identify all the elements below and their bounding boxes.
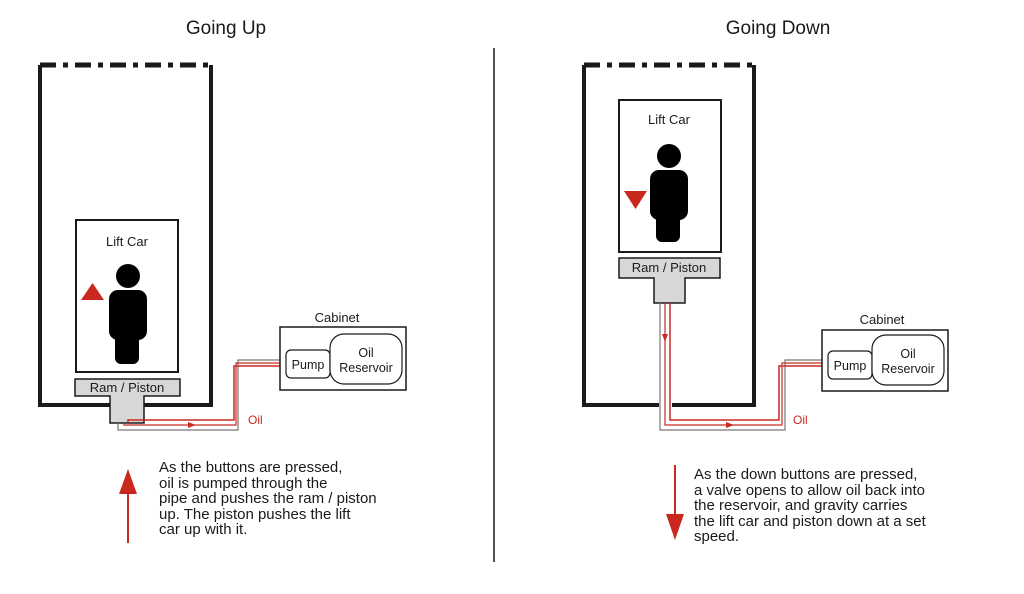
left-person-icon: [109, 264, 147, 364]
left-oil-reservoir: [329, 333, 403, 385]
left-pipe-flow-arrow-icon: [188, 422, 196, 428]
right-ram-piston: [618, 257, 721, 304]
left-lift-car-label: Lift Car: [106, 234, 149, 249]
left-shaft: [38, 62, 213, 407]
right-shaft: [582, 62, 756, 407]
going-up-description: As the buttons are pressed, oil is pumpe…: [159, 459, 377, 538]
right-pipe-flow-arrow-right-icon: [726, 422, 734, 428]
going-down-description: As the down buttons are pressed, a valve…: [694, 466, 926, 545]
right-pump-label: Pump: [834, 359, 867, 373]
right-reservoir-label-line1: Oil: [900, 347, 915, 361]
right-oil-reservoir: [871, 334, 945, 386]
left-reservoir-label-line1: Oil: [358, 346, 373, 360]
right-oil-pipe: [659, 303, 829, 431]
left-oil-pipe: [117, 359, 282, 431]
left-ram-label: Ram / Piston: [90, 380, 164, 395]
right-person-icon: [650, 144, 688, 242]
left-pump-label: Pump: [292, 358, 325, 372]
right-big-down-arrow-icon: [666, 465, 684, 540]
right-lift-car-label: Lift Car: [648, 112, 691, 127]
left-reservoir-label-line2: Reservoir: [339, 361, 393, 375]
right-cabinet-label: Cabinet: [860, 312, 905, 327]
right-shaft-walls: [582, 65, 756, 407]
left-big-up-arrow-icon: [119, 469, 137, 543]
right-oil-label: Oil: [793, 413, 808, 427]
left-shaft-walls: [38, 65, 213, 407]
left-up-triangle-icon: [81, 283, 104, 300]
going-up-title: Going Up: [186, 18, 266, 39]
right-down-triangle-icon: [624, 191, 647, 209]
left-ram-piston: [74, 378, 181, 424]
right-pipe-flow-arrow-down-icon: [662, 334, 668, 342]
right-ram-label: Ram / Piston: [632, 260, 706, 275]
right-reservoir-label-line2: Reservoir: [881, 362, 935, 376]
left-oil-label: Oil: [248, 413, 263, 427]
going-down-title: Going Down: [726, 18, 831, 39]
left-cabinet-label: Cabinet: [315, 310, 360, 325]
